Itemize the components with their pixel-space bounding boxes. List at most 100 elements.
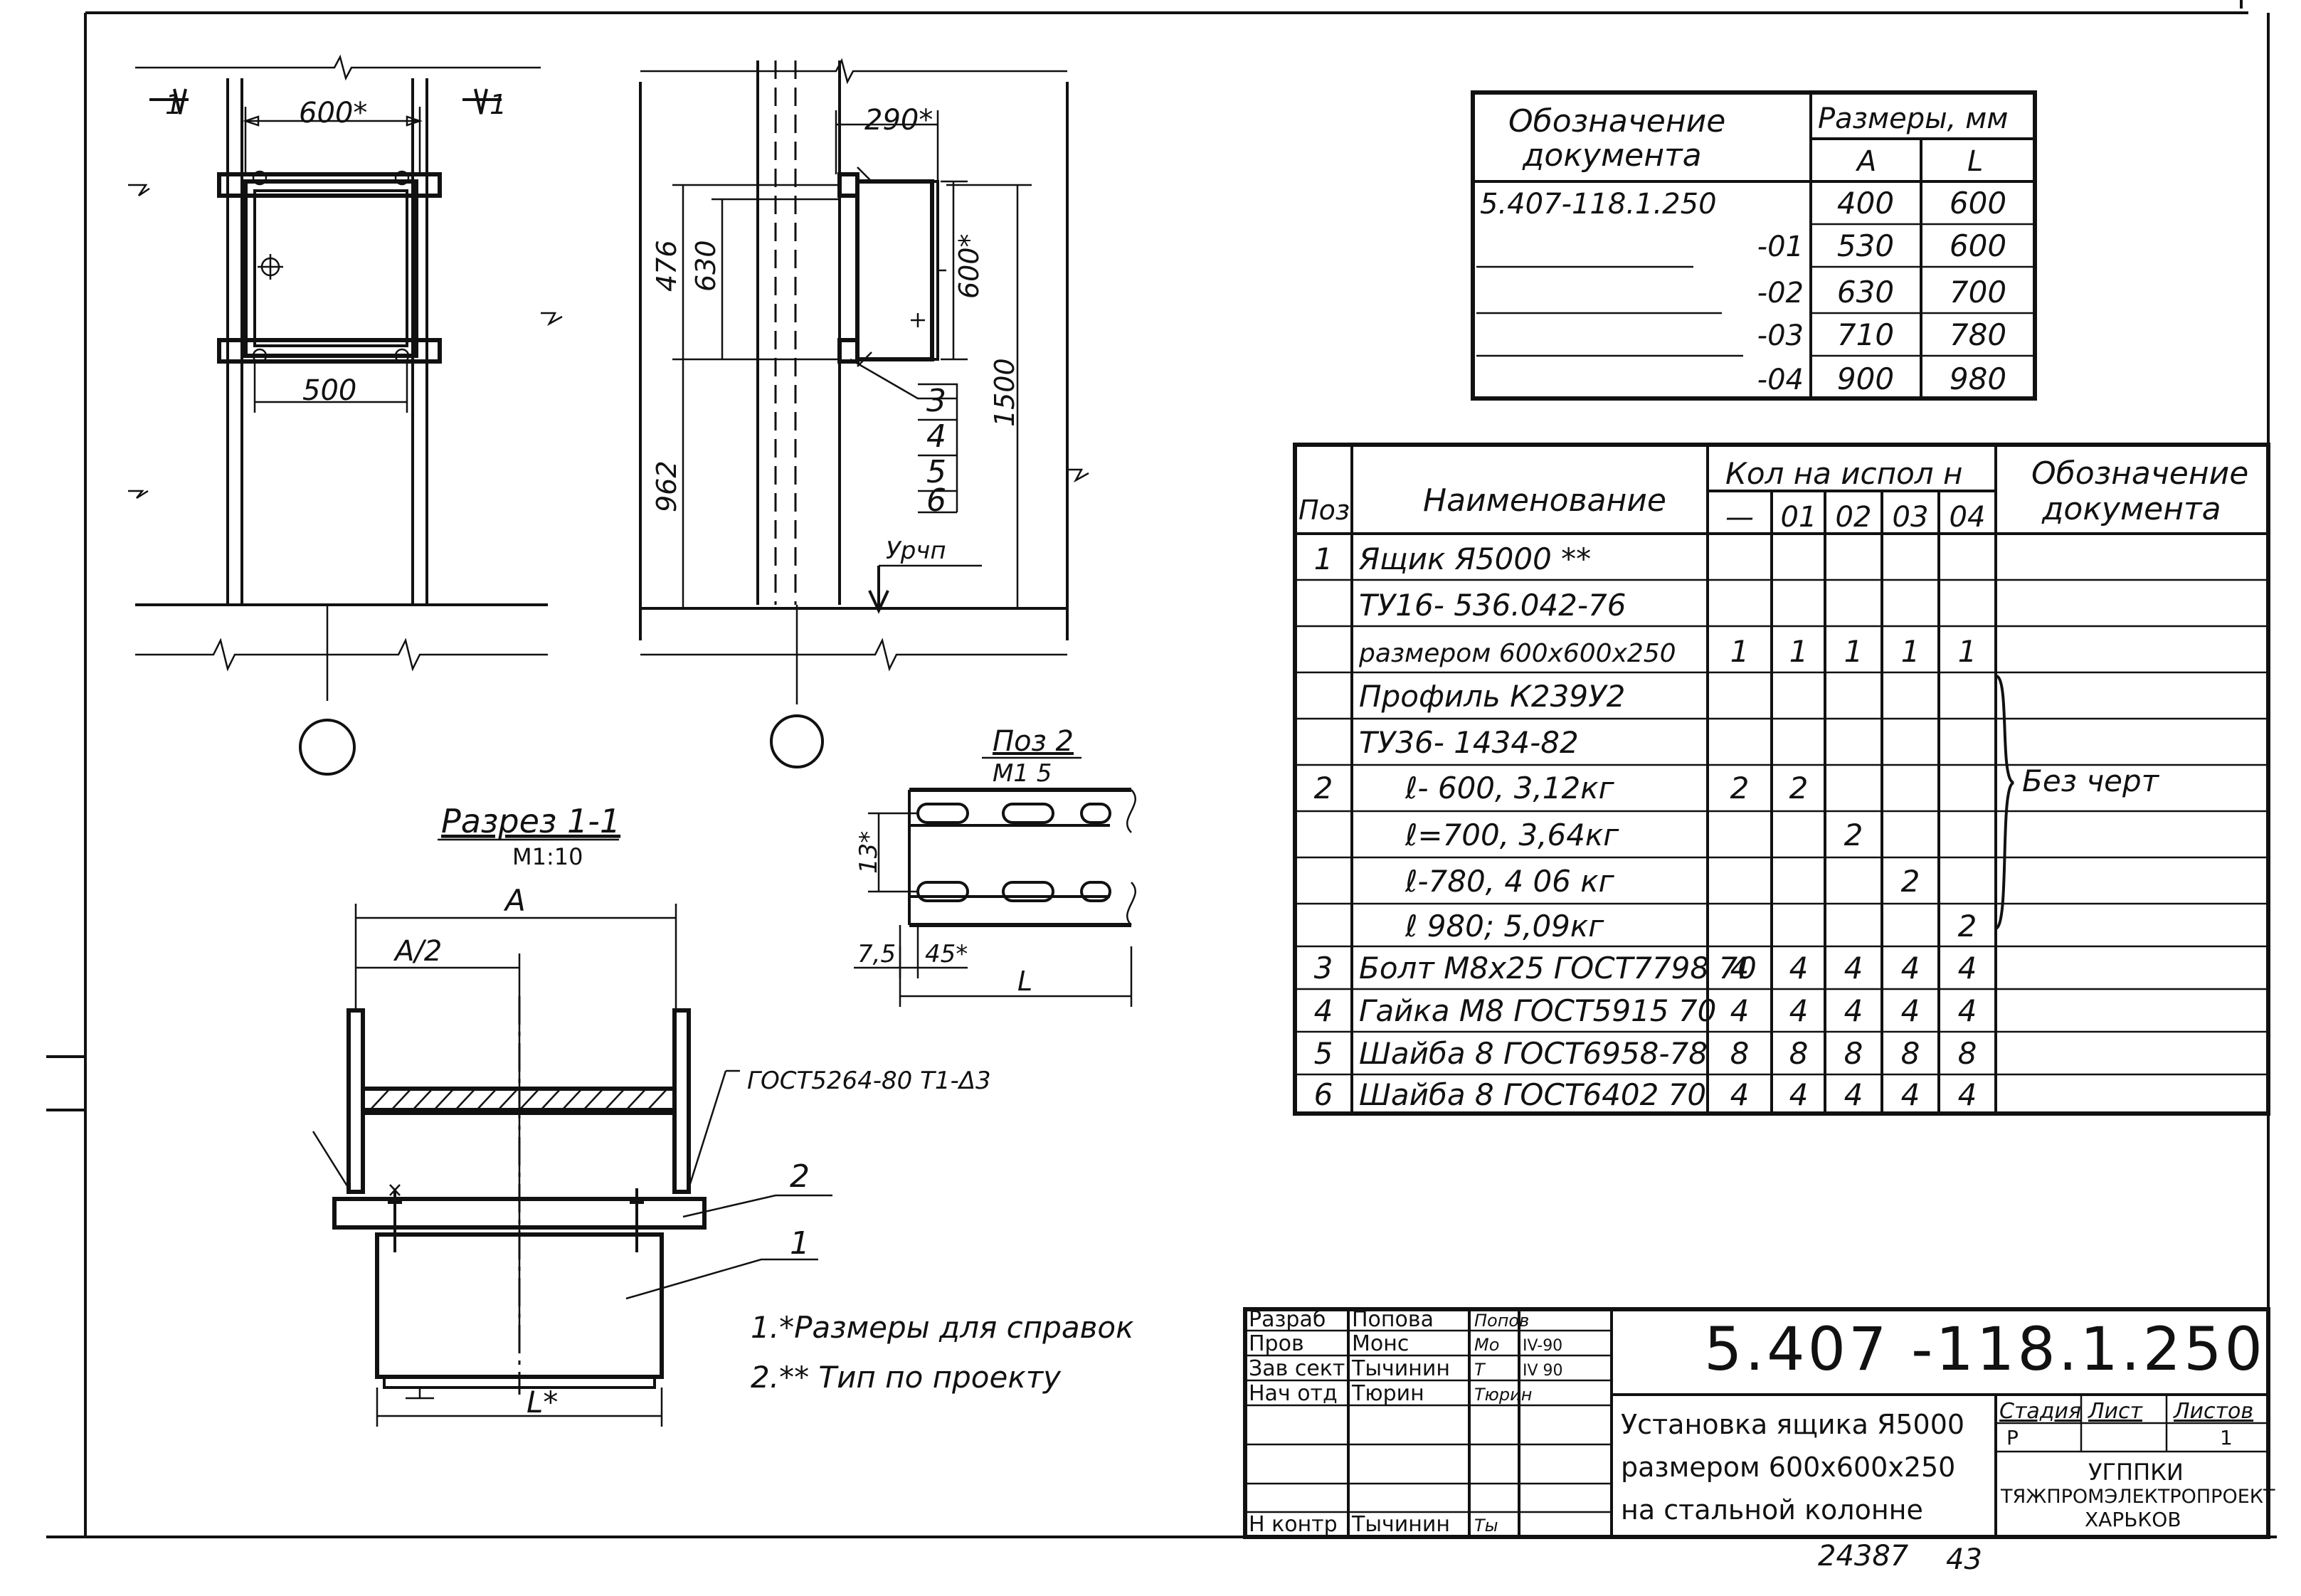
footer-sheet-no: 43 — [1946, 1543, 1982, 1576]
vt-header-doc-l2: документа — [1522, 137, 1702, 174]
variants-table — [1471, 90, 2037, 401]
spec-row-pos: 1 — [1314, 541, 1333, 576]
spec-row-qty: 4 — [1789, 993, 1809, 1028]
tb-role: Пров — [1249, 1331, 1304, 1356]
vt-header-L: L — [1967, 145, 1983, 178]
tb-date: IV 90 — [1523, 1362, 1563, 1380]
spec-row-name: ТУ16- 536.042-76 — [1359, 588, 1626, 623]
pos2-dim-L: L — [1017, 966, 1032, 997]
tb-date: IV-90 — [1523, 1337, 1562, 1355]
section-weld-note: ГОСТ5264-80 Т1-Δ3 — [747, 1067, 991, 1095]
spec-row-qty: 4 — [1901, 993, 1920, 1028]
vt-header-A: А — [1855, 145, 1876, 178]
tb-name: Тычинин — [1351, 1356, 1450, 1381]
spec-row-name: Ящик Я5000 ** — [1358, 541, 1591, 576]
spec-row-pos: 5 — [1314, 1036, 1333, 1071]
tb-name: Тюрин — [1351, 1381, 1424, 1406]
spec-row-qty: 8 — [1901, 1036, 1920, 1071]
spec-row-qty: 8 — [1958, 1036, 1977, 1071]
tb-name: Тычинин — [1351, 1512, 1450, 1537]
spec-row-pos: 4 — [1314, 993, 1333, 1028]
spec-h-name: Наименование — [1423, 482, 1666, 519]
tb-sheets: 1 — [2220, 1426, 2233, 1449]
front-dim-width: 600* — [299, 97, 367, 130]
vt-row-A: 530 — [1837, 228, 1894, 263]
spec-row-name: ℓ- 600, 3,12кг — [1405, 771, 1615, 805]
tb-role: Нач отд — [1249, 1381, 1338, 1406]
spec-row-qty: 1 — [1730, 634, 1750, 669]
front-view — [128, 54, 563, 776]
side-callout-3: 3 — [926, 383, 946, 419]
vt-row-A: 400 — [1837, 186, 1894, 221]
spec-row-name: Болт М8x25 ГОСТ7798 70 — [1359, 951, 1757, 985]
tb-role: Разраб — [1249, 1307, 1326, 1332]
tb-org-l3: ХАРЬКОВ — [2085, 1508, 2181, 1531]
side-dim-600: 600* — [953, 233, 985, 299]
spec-row-qty: 1 — [1958, 634, 1977, 669]
tb-stage-h: Стадия — [1999, 1399, 2081, 1424]
pos2-title: Поз 2 — [993, 725, 1074, 758]
spec-row-pos: 6 — [1314, 1077, 1333, 1112]
spec-h-doc-l1: Обозначение — [2031, 455, 2248, 492]
section-pos-2: 2 — [790, 1158, 810, 1195]
side-dim-630: 630 — [690, 240, 721, 292]
spec-row-name: Шайба 8 ГОСТ6958-78 — [1359, 1036, 1708, 1071]
spec-row-qty: 4 — [1958, 951, 1977, 985]
vt-header-sizes: Размеры, мм — [1818, 102, 2008, 135]
tb-org-l1: УГППКИ — [2088, 1459, 2184, 1486]
title-block — [1243, 1307, 2270, 1539]
tb-name: Попова — [1352, 1307, 1434, 1332]
side-dim-476: 476 — [651, 240, 682, 292]
spec-row-qty: 4 — [1844, 993, 1863, 1028]
vt-row-doc: -02 — [1757, 277, 1804, 310]
sheet-frame — [46, 0, 2277, 1538]
spec-qty-col-header: 03 — [1893, 501, 1929, 534]
spec-row-qty: 4 — [1901, 1077, 1920, 1112]
spec-qty-col-header: 01 — [1781, 501, 1817, 534]
section-dim-L: L* — [527, 1385, 558, 1420]
spec-row-qty: 4 — [1958, 1077, 1977, 1112]
tb-org-l2: ТЯЖПРОМЭЛЕКТРОПРОЕКТ — [2000, 1486, 2275, 1508]
tb-sign: Т — [1474, 1360, 1486, 1380]
spec-row-name: ℓ 980; 5,09кг — [1405, 909, 1604, 944]
spec-row-qty: 4 — [1730, 993, 1750, 1028]
spec-row-qty: 4 — [1844, 951, 1863, 985]
vt-row-L: 600 — [1950, 228, 2006, 263]
vt-row-L: 780 — [1950, 317, 2006, 352]
spec-row-pos: 2 — [1314, 771, 1333, 805]
spec-row-name: Гайка М8 ГОСТ5915 70 — [1359, 993, 1716, 1028]
side-callout-4: 4 — [926, 418, 946, 455]
spec-row-qty: 2 — [1901, 864, 1920, 899]
front-section-mark-right: 1 — [490, 89, 507, 120]
tb-sign: Мо — [1474, 1335, 1499, 1355]
spec-row-qty: 8 — [1789, 1036, 1809, 1071]
spec-qty-col-header: 02 — [1836, 501, 1872, 534]
spec-row-name: Профиль К239У2 — [1359, 679, 1625, 714]
vt-row-L: 700 — [1950, 275, 2006, 310]
vt-row-doc: -04 — [1757, 364, 1804, 396]
spec-row-qty: 4 — [1844, 1077, 1863, 1112]
spec-row-qty: 4 — [1958, 993, 1977, 1028]
side-callout-5: 5 — [926, 454, 946, 490]
spec-row-name: ℓ-780, 4 06 кг — [1405, 864, 1615, 899]
spec-h-doc-l2: документа — [2041, 491, 2221, 527]
vt-row-doc: -03 — [1757, 319, 1804, 352]
spec-row-qty: 4 — [1901, 951, 1920, 985]
tb-title-l2: размером 600x600x250 — [1621, 1452, 1955, 1483]
spec-qty-col-header: 04 — [1950, 501, 1986, 534]
side-level-label: Урчп — [886, 537, 946, 565]
tb-sign: Попов — [1474, 1311, 1529, 1331]
pos2-dim-75: 7,5 — [857, 940, 896, 968]
footer-archive: 24387 — [1818, 1540, 1909, 1573]
section-title: Разрез 1-1 — [441, 802, 620, 840]
section-pos-1: 1 — [790, 1225, 810, 1262]
vt-row-doc: -01 — [1757, 231, 1804, 263]
spec-row-qty: 1 — [1901, 634, 1920, 669]
spec-row-name: ТУ36- 1434-82 — [1359, 725, 1579, 760]
side-callout-6: 6 — [926, 482, 946, 519]
spec-row-qty: 4 — [1730, 1077, 1750, 1112]
spec-h-pos: Поз — [1298, 495, 1350, 526]
tb-role: Зав сект — [1249, 1356, 1345, 1381]
vt-row-L: 600 — [1950, 186, 2006, 221]
